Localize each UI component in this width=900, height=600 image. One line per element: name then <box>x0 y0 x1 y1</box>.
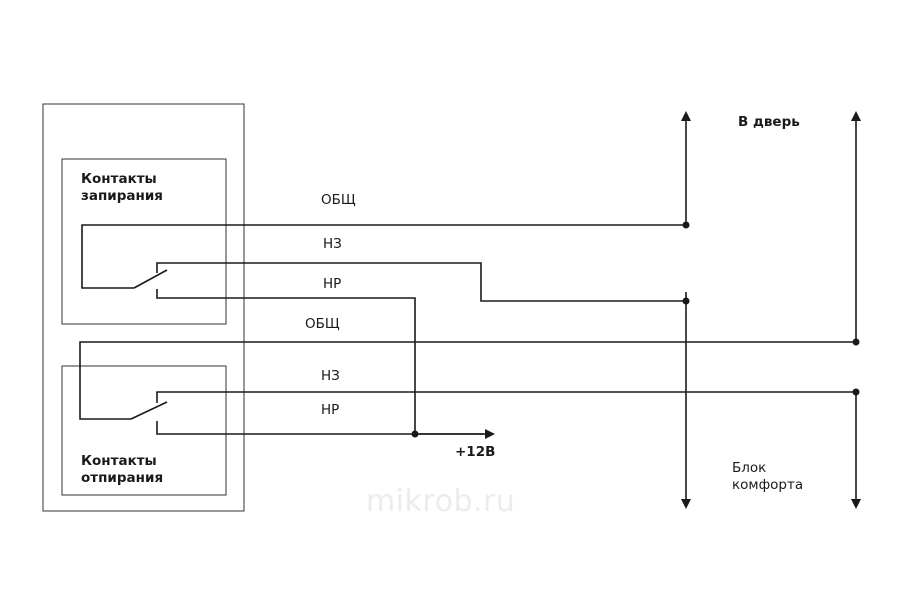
lock-nc-wire <box>156 262 686 302</box>
to-door-label: В дверь <box>738 114 800 130</box>
unlock-contacts-title: Контакты отпирания <box>81 453 163 487</box>
junction-dot <box>682 221 690 229</box>
common-2-label: ОБЩ <box>305 316 340 332</box>
common-1-label: ОБЩ <box>321 192 356 208</box>
lock-switch-blade <box>133 269 168 289</box>
nc-1-label: НЗ <box>323 236 342 252</box>
unlock-contacts-box <box>61 365 227 496</box>
lock-contacts-box <box>61 158 227 325</box>
unlock-no-wire <box>156 421 484 435</box>
lock-contacts-line1: Контакты <box>81 171 157 187</box>
unlock-common-wire <box>79 341 856 420</box>
junction-dot <box>852 388 860 396</box>
comfort-block-line1: Блок <box>732 460 767 476</box>
actuator-housing <box>42 103 245 512</box>
junction-dot <box>852 338 860 346</box>
comfort-block-label: Блок комфорта <box>732 460 803 494</box>
unlock-contacts-line2: отпирания <box>81 470 164 486</box>
nc-2-label: НЗ <box>321 368 340 384</box>
unlock-nc-wire <box>156 391 856 403</box>
junction-dot <box>682 297 690 305</box>
comfort-block-line2: комфорта <box>732 477 804 493</box>
lock-contacts-line2: запирания <box>81 188 163 204</box>
junction-dot <box>411 430 419 438</box>
no-1-label: НР <box>323 276 342 292</box>
lock-no-wire <box>156 289 416 434</box>
lock-common-wire <box>81 224 686 289</box>
unlock-switch-blade <box>130 401 168 420</box>
watermark: mikrob.ru <box>366 484 516 519</box>
lock-contacts-title: Контакты запирания <box>81 171 163 205</box>
no-2-label: НР <box>321 402 340 418</box>
plus12v-label: +12В <box>455 444 496 460</box>
unlock-contacts-line1: Контакты <box>81 453 157 469</box>
